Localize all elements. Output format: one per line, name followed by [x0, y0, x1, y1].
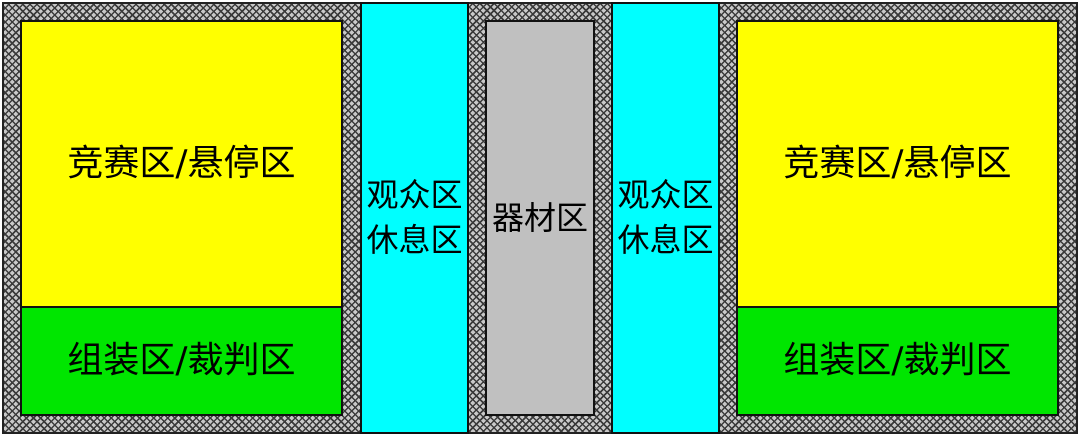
equipment-label: 器材区 — [491, 198, 588, 237]
left-assembly-label: 组装区/裁判区 — [67, 339, 296, 381]
left-assembly-judging-zone: 组装区/裁判区 — [20, 306, 343, 416]
right-assembly-judging-zone: 组装区/裁判区 — [736, 306, 1059, 416]
left-audience-label: 观众区 休息区 — [366, 176, 463, 259]
equipment-zone: 器材区 — [485, 20, 595, 416]
left-audience-rest-zone: 观众区 休息区 — [360, 2, 469, 434]
right-competition-hover-zone: 竞赛区/悬停区 — [736, 20, 1059, 308]
right-audience-rest-zone: 观众区 休息区 — [611, 2, 720, 434]
right-competition-label: 竞赛区/悬停区 — [783, 142, 1012, 184]
right-assembly-label: 组装区/裁判区 — [783, 339, 1012, 381]
left-competition-hover-zone: 竞赛区/悬停区 — [20, 20, 343, 308]
left-competition-label: 竞赛区/悬停区 — [67, 142, 296, 184]
right-audience-label: 观众区 休息区 — [617, 176, 714, 259]
